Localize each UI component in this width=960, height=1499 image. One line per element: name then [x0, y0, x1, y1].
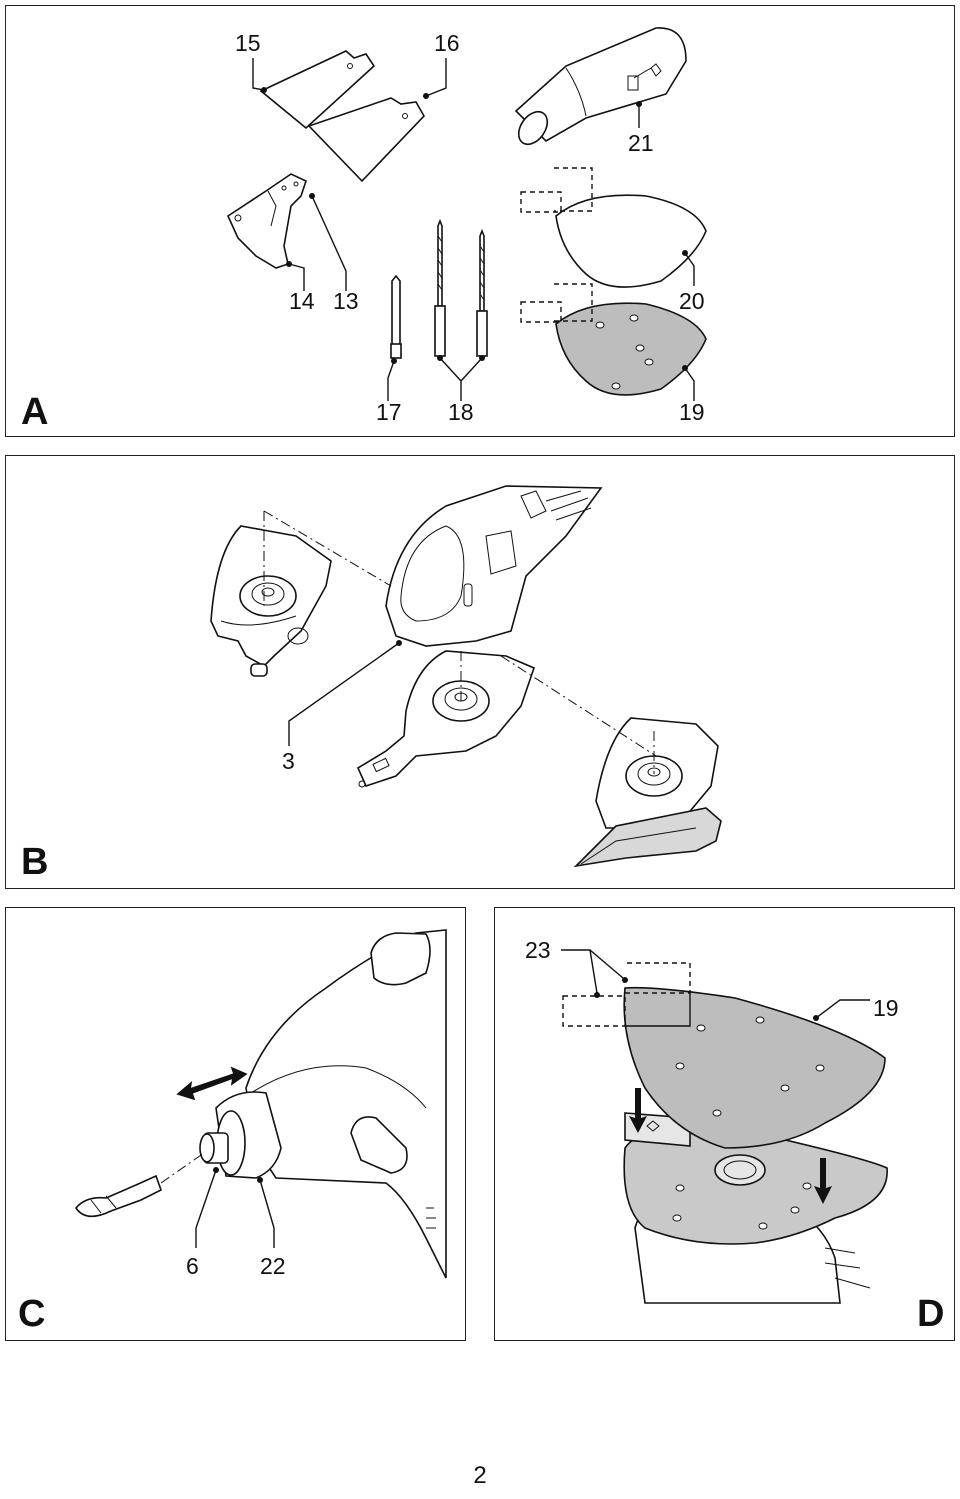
- sander-base-pad: [623, 1112, 888, 1304]
- label-20: 20: [679, 288, 705, 314]
- drill-bit-18b: [476, 228, 488, 357]
- panel-letter-c: C: [18, 1293, 45, 1335]
- panel-letter-b: B: [21, 841, 48, 883]
- scraper-blade-15: [259, 50, 376, 130]
- label-15: 15: [235, 30, 261, 56]
- panel-c: 6 22 C: [5, 907, 466, 1341]
- label-13: 13: [333, 288, 359, 314]
- label-6: 6: [186, 1253, 199, 1279]
- panel-a: 15 16 21 14 13 20 17 18 19 A: [5, 5, 955, 437]
- label-3: 3: [282, 748, 295, 774]
- drill-bit-18a: [434, 218, 446, 357]
- panel-a-drawing: 15 16 21 14 13 20 17 18 19 A: [21, 27, 707, 433]
- down-arrow-icon: [629, 1088, 832, 1204]
- label-21: 21: [628, 130, 654, 156]
- slide-arrow-icon: [176, 1066, 248, 1101]
- dust-nozzle-21: [514, 27, 687, 146]
- sanding-sheet-19: [520, 283, 707, 396]
- label-19: 19: [679, 399, 705, 425]
- sander-attachment-right: [573, 717, 722, 868]
- panel-letter-a: A: [21, 391, 48, 433]
- blade-holder: [226, 173, 307, 269]
- panel-c-drawing: 6 22 C: [18, 929, 447, 1335]
- screwdriver-bit: [75, 1152, 205, 1218]
- page-number: 2: [473, 1462, 487, 1489]
- panel-d-drawing: 23 19 D: [525, 937, 944, 1335]
- label-14: 14: [289, 288, 315, 314]
- panel-b: 3 B: [5, 455, 955, 889]
- screwdriver-bit-17: [390, 274, 402, 359]
- label-19-d: 19: [873, 995, 899, 1021]
- label-16: 16: [434, 30, 460, 56]
- sander-attachment-left: [210, 525, 332, 677]
- label-17: 17: [376, 399, 402, 425]
- panel-letter-d: D: [917, 1293, 944, 1335]
- sanding-sheet-19-d: [562, 962, 886, 1149]
- label-22: 22: [260, 1253, 286, 1279]
- scraper-blade-16: [307, 97, 425, 183]
- label-23: 23: [525, 937, 551, 963]
- tool-body: [385, 485, 603, 647]
- panel-d: 23 19 D: [494, 907, 955, 1341]
- label-18: 18: [448, 399, 474, 425]
- tool-body-closeup: [245, 929, 447, 1279]
- sanding-sheet-20: [520, 167, 707, 288]
- bit-holder-collar: [199, 1132, 229, 1173]
- panel-b-drawing: 3 B: [21, 485, 722, 883]
- saw-attachment: [356, 650, 535, 788]
